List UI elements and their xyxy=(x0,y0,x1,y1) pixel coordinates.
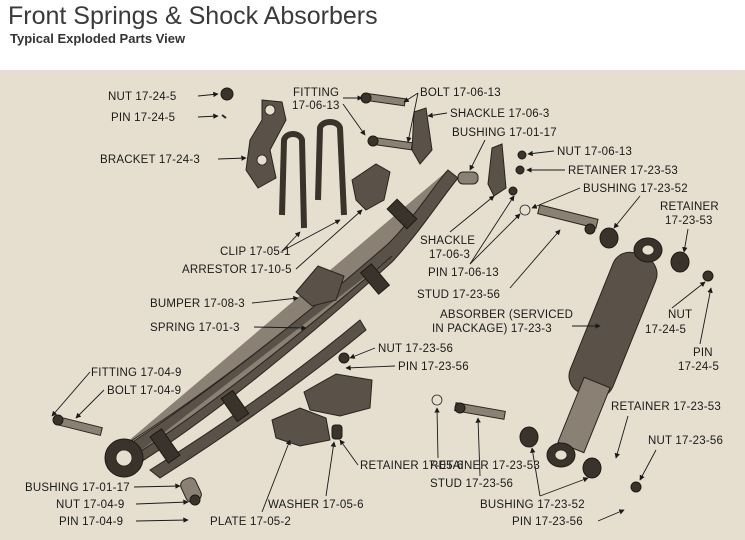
label-bolt-17-06-13: BOLT 17-06-13 xyxy=(420,87,501,99)
stud-mid-part xyxy=(537,204,599,235)
bushing-top-part xyxy=(457,171,479,185)
shackle-top-part xyxy=(411,107,433,165)
label-retainer-17-23-53-low: RETAINER 17-23-53 xyxy=(430,460,540,472)
label-nut-17-24-5: NUT 17-24-5 xyxy=(108,91,176,103)
label-bumper-17-08-3: BUMPER 17-08-3 xyxy=(150,298,245,310)
diagram-subtitle: Typical Exploded Parts View xyxy=(10,31,186,46)
label-absorber-1: ABSORBER (SERVICED xyxy=(440,309,573,321)
parts-drawing xyxy=(52,87,714,506)
label-pin-right-2: 17-24-5 xyxy=(678,361,719,373)
label-nut-right-2: 17-24-5 xyxy=(645,324,686,336)
label-arrestor-17-10-5: ARRESTOR 17-10-5 xyxy=(182,264,292,276)
label-retainer-17-23-53-a: RETAINER 17-23-53 xyxy=(568,165,678,177)
label-nut-17-23-56-mid: NUT 17-23-56 xyxy=(378,343,453,355)
shackle-mid-part xyxy=(487,143,507,197)
shock-absorber xyxy=(546,237,663,468)
bracket xyxy=(245,99,287,189)
label-retainer-lower-right: RETAINER 17-23-53 xyxy=(611,401,721,413)
stud-bottom-part xyxy=(454,402,506,420)
label-pin-17-06-13: PIN 17-06-13 xyxy=(428,267,499,279)
label-pin-right-1: PIN xyxy=(693,347,713,359)
plate-part xyxy=(271,407,331,447)
label-absorber-2: IN PACKAGE) 17-23-3 xyxy=(432,323,552,335)
label-pin-17-23-56-mid: PIN 17-23-56 xyxy=(398,361,469,373)
label-clip-17-05-1: CLIP 17-05-1 xyxy=(220,246,291,258)
label-fitting-top-2: 17-06-13 xyxy=(292,100,340,112)
label-plate-17-05-2: PLATE 17-05-2 xyxy=(210,516,291,528)
label-retainer-right-2: 17-23-53 xyxy=(665,215,713,227)
callout-labels: NUT 17-24-5 PIN 17-24-5 FITTING 17-06-13… xyxy=(25,87,723,528)
label-bracket-17-24-3: BRACKET 17-24-3 xyxy=(100,154,200,166)
label-washer-17-05-6: WASHER 17-05-6 xyxy=(268,499,364,511)
diagram-title: Front Springs & Shock Absorbers xyxy=(8,2,378,30)
label-shackle-17-06-3-top: SHACKLE 17-06-3 xyxy=(450,108,550,120)
label-nut-lower-right: NUT 17-23-56 xyxy=(648,435,723,447)
label-retainer-right-1: RETAINER xyxy=(660,201,719,213)
label-shackle-mid-2: 17-06-3 xyxy=(429,249,470,261)
label-nut-right-1: NUT xyxy=(668,309,692,321)
label-bushing-17-23-52-a: BUSHING 17-23-52 xyxy=(583,183,688,195)
bolt-left-part xyxy=(52,414,103,437)
label-bushing-17-01-17-top: BUSHING 17-01-17 xyxy=(452,127,557,139)
label-nut-17-06-13: NUT 17-06-13 xyxy=(557,146,632,158)
u-clips xyxy=(279,119,347,229)
leaf-spring xyxy=(104,169,459,479)
label-pin-17-04-9: PIN 17-04-9 xyxy=(59,516,123,528)
label-fitting-17-04-9: FITTING 17-04-9 xyxy=(91,367,182,379)
label-bushing-17-23-52-bottom: BUSHING 17-23-52 xyxy=(480,499,585,511)
label-retainer-17-05-6: RETAINER 17-05-6 xyxy=(360,460,463,472)
arrestor-part xyxy=(351,163,391,211)
label-bolt-17-04-9: BOLT 17-04-9 xyxy=(107,385,181,397)
label-pin-17-24-5: PIN 17-24-5 xyxy=(111,112,175,124)
label-spring-17-01-3: SPRING 17-01-3 xyxy=(150,322,240,334)
nut-top-part xyxy=(220,87,234,101)
mount-part xyxy=(303,373,373,417)
label-stud-17-23-56-bottom: STUD 17-23-56 xyxy=(430,478,513,490)
label-stud-17-23-56-mid: STUD 17-23-56 xyxy=(417,289,500,301)
label-bushing-17-01-17-bl: BUSHING 17-01-17 xyxy=(25,482,130,494)
label-pin-17-23-56-bottom: PIN 17-23-56 xyxy=(512,516,583,528)
label-fitting-top-1: FITTING xyxy=(293,87,339,99)
label-shackle-mid-1: SHACKLE xyxy=(420,235,475,247)
bumper-part xyxy=(295,265,345,307)
label-nut-17-04-9: NUT 17-04-9 xyxy=(56,499,124,511)
